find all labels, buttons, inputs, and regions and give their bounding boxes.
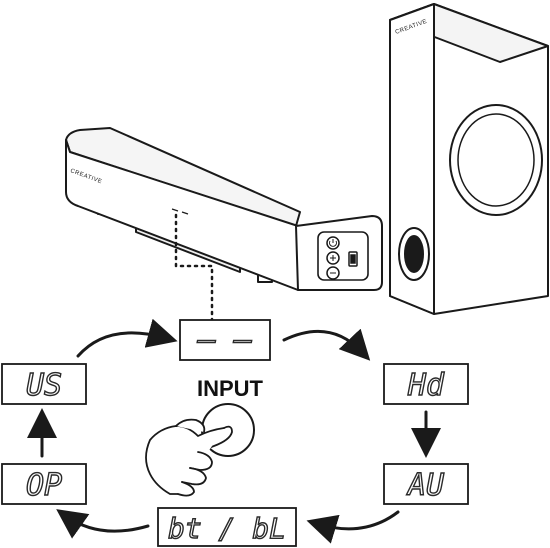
pointing-hand-icon bbox=[145, 418, 233, 497]
display-box-optical: OP bbox=[1, 463, 87, 505]
display-box-bluetooth: bt / bL bbox=[157, 507, 297, 547]
input-label: INPUT bbox=[197, 376, 264, 401]
display-box-off: – – bbox=[179, 319, 271, 361]
display-text-bluetooth: bt / bL bbox=[168, 512, 286, 545]
display-text-optical: OP bbox=[26, 468, 62, 503]
display-box-usb: US bbox=[1, 363, 87, 405]
cycle-arrows bbox=[27, 318, 441, 544]
leader-line bbox=[174, 213, 214, 322]
display-box-hdmi: Hd bbox=[383, 363, 469, 405]
arrow-bluetooth-to-optical bbox=[56, 509, 150, 539]
display-text-aux: AU bbox=[406, 468, 445, 503]
soundbar bbox=[65, 127, 383, 291]
display-text-usb: US bbox=[26, 368, 62, 403]
arrow-off-to-hdmi bbox=[282, 328, 371, 361]
display-text-off: – – bbox=[197, 323, 252, 358]
arrow-aux-to-bluetooth bbox=[306, 510, 400, 544]
soundbar-front-display bbox=[171, 208, 189, 215]
display-text-hdmi: Hd bbox=[407, 368, 445, 403]
display-box-aux: AU bbox=[383, 463, 469, 505]
subwoofer bbox=[389, 3, 549, 315]
soundbar-controls bbox=[326, 236, 358, 280]
arrow-usb-to-off bbox=[76, 318, 178, 358]
